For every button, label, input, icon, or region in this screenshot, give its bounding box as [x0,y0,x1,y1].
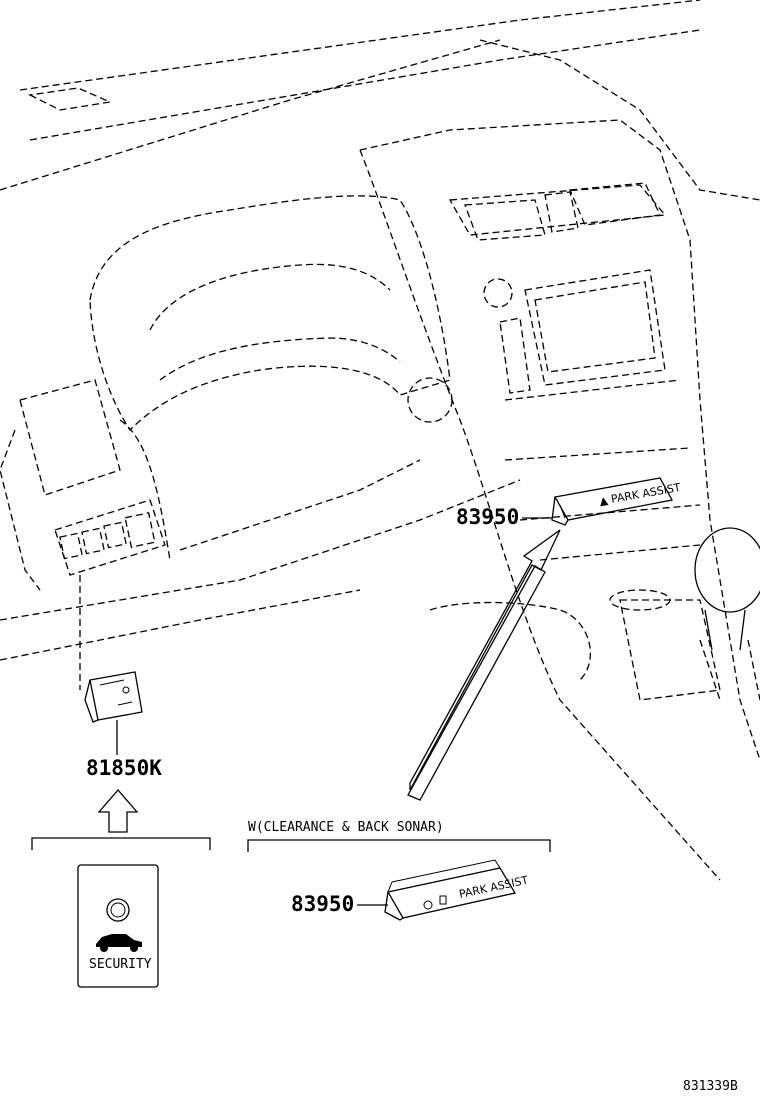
right-bracket [247,839,551,852]
label-83950-variant: 83950 [291,892,354,916]
car-icon [96,934,142,952]
instrument-cluster [89,195,453,561]
security-label: SECURITY [89,957,152,972]
label-81850k: 81850K [86,756,162,780]
security-switch-detail: SECURITY [77,864,159,988]
diagram-id: 831339B [683,1079,738,1094]
long-arrow [407,529,561,801]
shift-knob [694,527,760,701]
switch-81850k [84,671,143,755]
circle-lamp-icon [106,898,130,922]
label-83950-dash: 83950 [456,505,519,529]
svg-text:PARK ASSIST: PARK ASSIST [458,874,530,901]
left-dash-panel [0,379,521,690]
switch-83950-variant: PARK ASSIST [384,859,530,921]
left-bracket [31,837,211,850]
up-arrow-icon [97,789,139,833]
center-console [359,119,760,881]
upper-dash-outline [0,0,760,201]
svg-text:▲ PARK ASSIST: ▲ PARK ASSIST [598,481,681,508]
variant-note: W(CLEARANCE & BACK SONAR) [248,820,444,835]
switch-83950-installed: ▲ PARK ASSIST [551,477,682,526]
